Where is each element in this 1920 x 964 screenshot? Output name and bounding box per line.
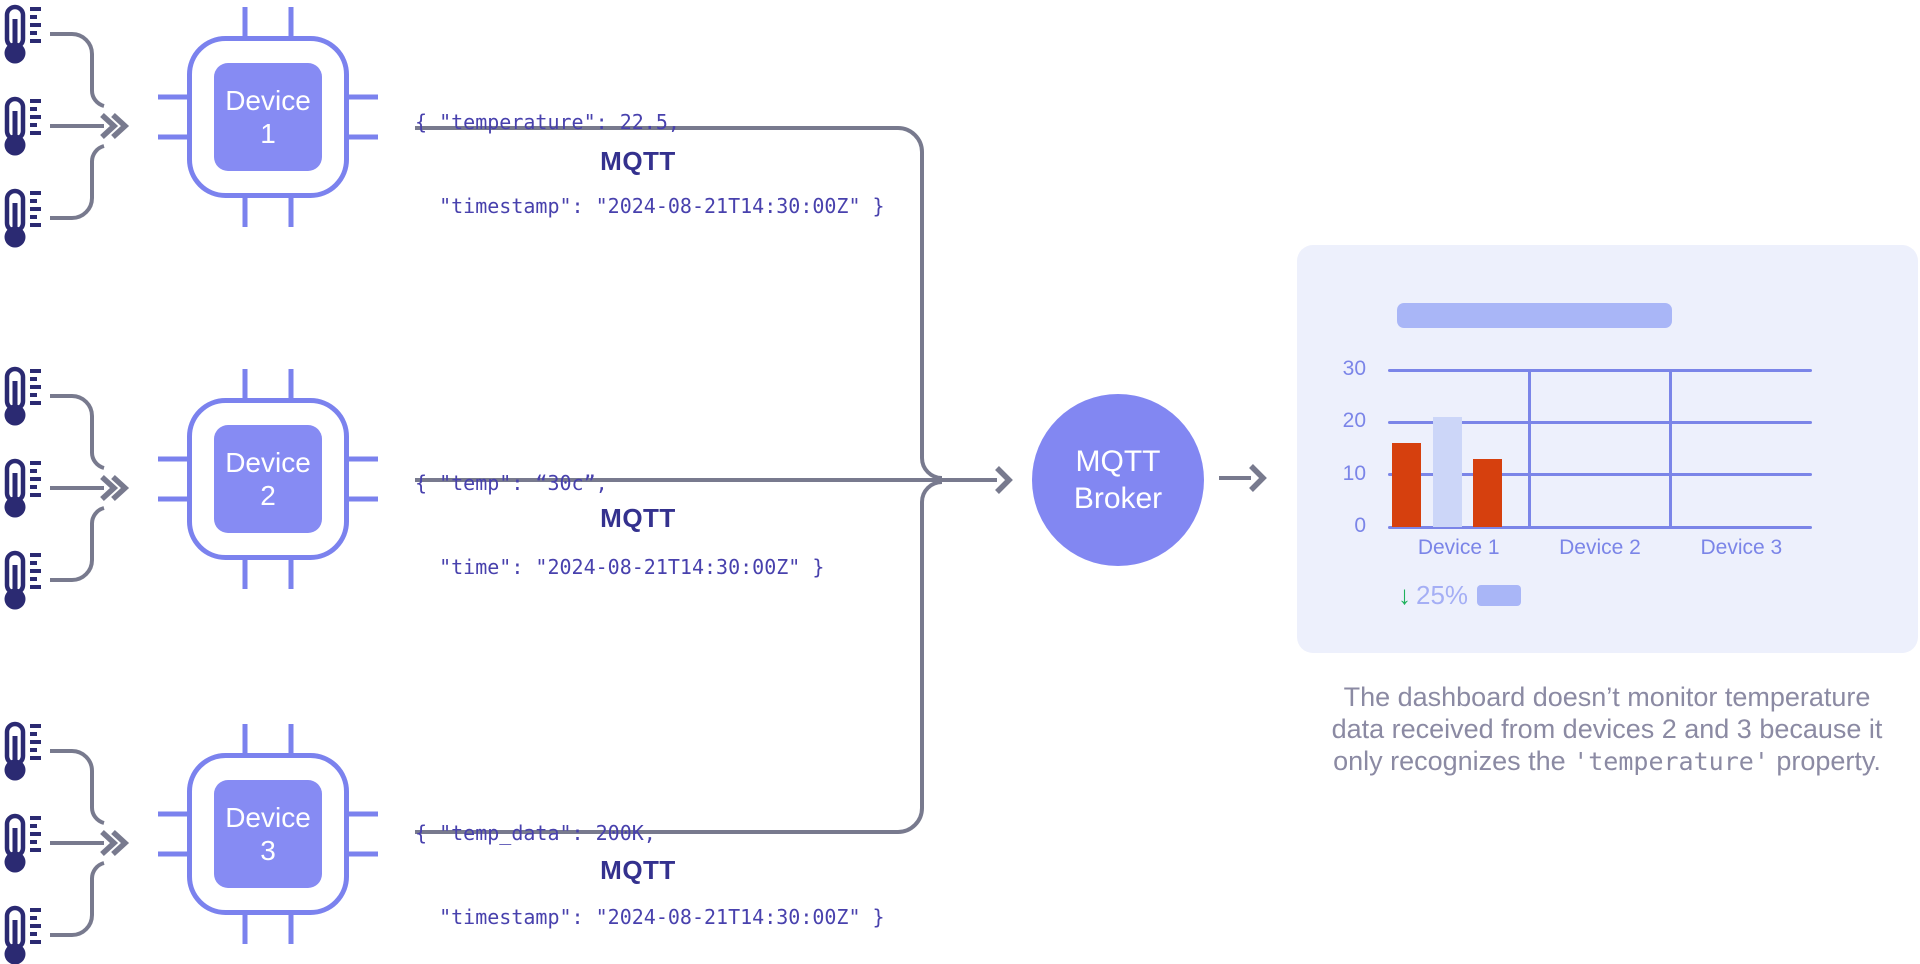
thermometer-icon [5, 816, 42, 873]
sensor-group-3 [5, 724, 126, 964]
trend-label-skeleton [1477, 585, 1522, 606]
gridline-y-10 [1388, 473, 1812, 477]
thermometer-icon [5, 191, 42, 248]
sensor-group-2 [5, 369, 126, 610]
caption-line-1: The dashboard doesn’t monitor temperatur… [1343, 682, 1871, 712]
mqtt-line-device-3 [415, 480, 943, 834]
caption-inline-code: 'temperature' [1573, 747, 1769, 776]
y-tick-label: 0 [1354, 514, 1366, 537]
broker-label-line1: MQTT [1075, 445, 1161, 478]
thermometer-icon [5, 461, 42, 518]
merge-arrow-icon [102, 477, 125, 499]
x-category-label: Device 1 [1417, 536, 1500, 559]
gridline-x-divider [1669, 370, 1673, 528]
payload-code-device-3: { "temp_data": 200K, "timestamp": "2024-… [415, 763, 885, 959]
trend-row: ↓ 25% [1398, 580, 1522, 611]
gridline-y-20 [1388, 420, 1812, 424]
protocol-label-2: MQTT [600, 503, 676, 533]
trend-down-arrow-icon: ↓ [1398, 580, 1411, 610]
broker-label-line2: Broker [1073, 482, 1163, 515]
payload-code-device-1: { "temperature": 22.5, "timestamp": "202… [415, 52, 885, 248]
y-tick-label: 20 [1342, 409, 1366, 433]
thermometer-icon [5, 724, 42, 781]
payload-line: { "temperature": 22.5, [415, 110, 680, 134]
mqtt-broker-node: MQTT Broker [1032, 394, 1204, 566]
thermometer-icon [5, 908, 42, 964]
sensor-bracket [50, 394, 105, 582]
payload-line: "time": "2024-08-21T14:30:00Z" } [415, 555, 825, 579]
thermometer-icon [5, 369, 42, 426]
payload-line: { "temp_data": 200K, [415, 821, 656, 845]
payload-code-device-2: { "temp": “30c”, "time": "2024-08-21T14:… [415, 413, 824, 609]
trend-value: 25% [1416, 580, 1469, 610]
protocol-label-3: MQTT [600, 855, 676, 885]
mqtt-line-device-1 [415, 126, 943, 480]
payload-line: { "temp": “30c”, [415, 471, 608, 495]
sensor-bracket [50, 749, 105, 937]
gridline-y-30 [1388, 368, 1812, 372]
payload-line: "timestamp": "2024-08-21T14:30:00Z" } [415, 194, 885, 218]
chart-bar-device-1-1 [1432, 417, 1462, 527]
chart-bar-device-1-0 [1392, 443, 1421, 527]
gridline-x-divider [1527, 370, 1531, 528]
thermometer-icon [5, 553, 42, 610]
thermometer-icon [5, 99, 42, 156]
caption-line-2: data received from devices 2 and 3 becau… [1331, 714, 1883, 744]
x-category-label: Device 2 [1559, 536, 1641, 559]
thermometer-icon [5, 7, 42, 64]
sensor-group-1 [5, 7, 126, 248]
sensor-bracket [50, 32, 105, 220]
caption: The dashboard doesn’t monitor temperatur… [1272, 681, 1920, 778]
chart-title-skeleton [1397, 303, 1672, 328]
chart-bar-device-1-2 [1473, 458, 1502, 527]
device-label: Device 3 [225, 802, 311, 866]
protocol-label-1: MQTT [600, 146, 676, 176]
y-tick-label: 30 [1342, 357, 1366, 380]
gridline-y-0 [1388, 525, 1812, 529]
x-category-label: Device 3 [1700, 536, 1783, 559]
device-label: Device 1 [225, 85, 311, 149]
payload-line: "timestamp": "2024-08-21T14:30:00Z" } [415, 905, 885, 929]
caption-line-3: only recognizes the 'temperature' proper… [1333, 746, 1881, 776]
device-label: Device 2 [225, 447, 311, 511]
merge-arrow-icon [102, 832, 125, 854]
merge-arrow-icon [102, 115, 125, 137]
y-tick-label: 10 [1342, 461, 1366, 485]
broker-out-arrow-icon [1249, 464, 1267, 492]
device-2-label-box: Device 2 [214, 425, 322, 533]
device-3-label-box: Device 3 [214, 780, 322, 888]
broker-in-arrow-icon [995, 466, 1013, 494]
device-1-label-box: Device 1 [214, 63, 322, 171]
